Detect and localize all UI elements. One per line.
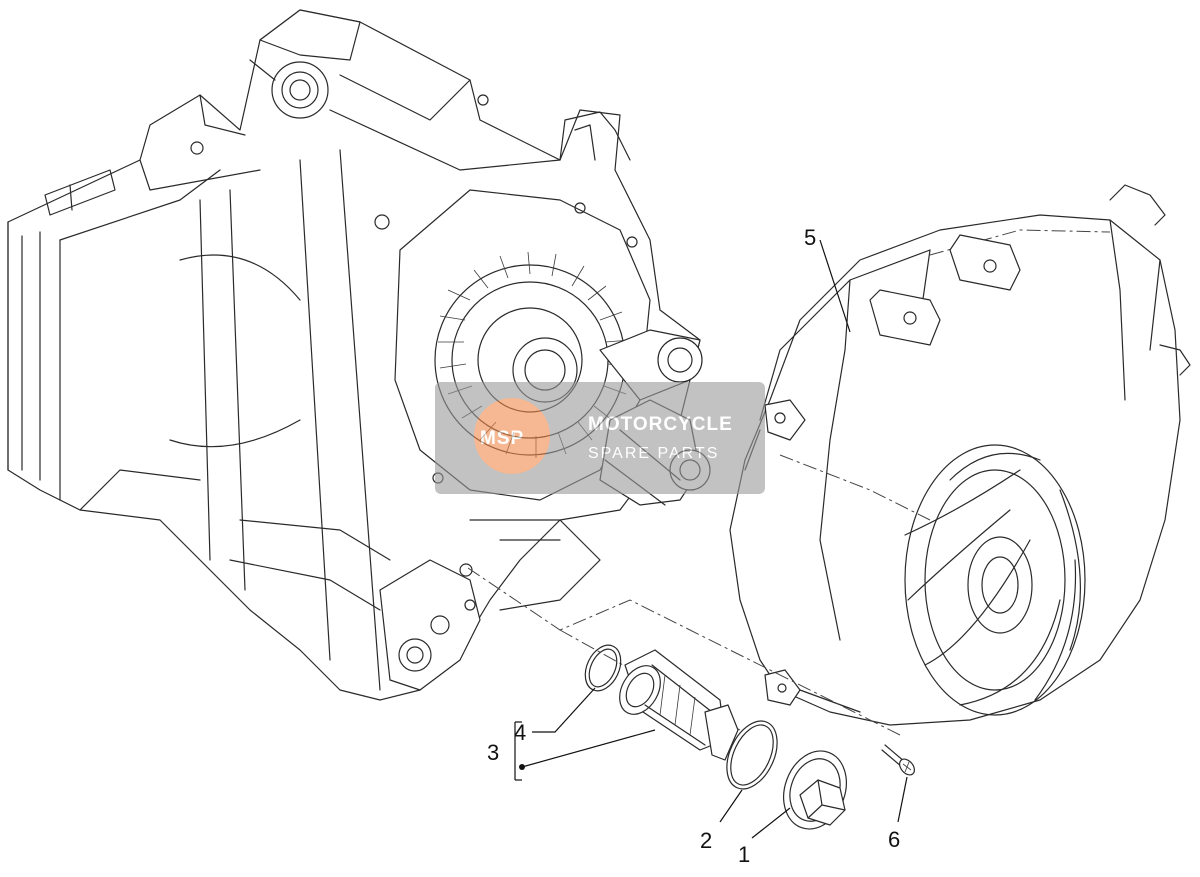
watermark-title: MOTORCYCLE — [588, 414, 733, 435]
watermark-logo-letters: MSP — [480, 428, 524, 449]
watermark-subtitle: SPARE PARTS — [588, 445, 719, 462]
leader-lines — [514, 239, 908, 839]
callout-part-6: 6 — [888, 827, 900, 852]
callout-part-4: 4 — [514, 720, 526, 745]
callout-part-5: 5 — [804, 225, 816, 250]
flywheel-cover — [729, 184, 1191, 726]
callout-part-3: 3 — [487, 740, 499, 765]
o-ring-large — [726, 720, 778, 790]
crankcase-housing — [7, 9, 711, 701]
oil-filter-screen — [619, 649, 739, 761]
screw — [881, 744, 915, 776]
callout-part-2: 2 — [700, 828, 712, 853]
o-ring-small — [584, 644, 622, 692]
watermark-logo: MSP MOTORCYCLE SPARE PARTS — [435, 382, 765, 494]
drain-plug — [783, 750, 847, 830]
callout-part-1: 1 — [738, 842, 750, 867]
axis-line-filter — [467, 567, 901, 736]
